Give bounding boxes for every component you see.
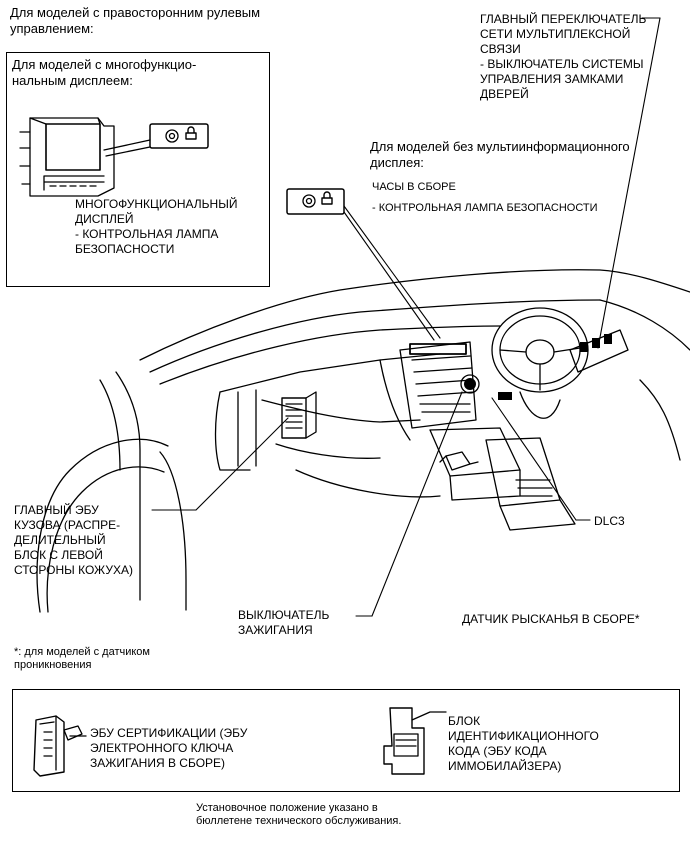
footnote: *: для моделей с датчиком проникновения bbox=[14, 646, 150, 671]
legend-drawings bbox=[33, 707, 447, 777]
yaw-sensor-label: ДАТЧИК РЫСКАНЬЯ В СБОРЕ* bbox=[462, 612, 640, 626]
inset-indicator-box bbox=[149, 123, 209, 149]
multiplex-main-switch-label: ГЛАВНЫЙ ПЕРЕКЛЮЧАТЕЛЬ СЕТИ МУЛЬТИПЛЕКСНО… bbox=[480, 12, 647, 101]
door-switch-panel bbox=[569, 299, 690, 461]
center-console bbox=[399, 341, 576, 531]
multifunction-inset-box bbox=[6, 52, 270, 287]
clock-indicator-box bbox=[286, 188, 345, 215]
installation-note: Установочное положение указано в бюллете… bbox=[196, 802, 402, 827]
dlc3-label: DLC3 bbox=[594, 514, 625, 528]
rhd-models-note: Для моделей с правосторонним рулевым упр… bbox=[10, 5, 261, 36]
multifunction-display-label: МНОГОФУНКЦИОНАЛЬНЫЙ ДИСПЛЕЙ - КОНТРОЛЬНА… bbox=[75, 197, 238, 256]
certification-ecu-label: ЭБУ СЕРТИФИКАЦИИ (ЭБУ ЭЛЕКТРОННОГО КЛЮЧА… bbox=[90, 726, 248, 770]
clock-assembly-label: ЧАСЫ В СБОРЕ bbox=[372, 181, 456, 193]
body-ecu-label: ГЛАВНЫЙ ЭБУ КУЗОВА (РАСПРЕ- ДЕЛИТЕЛЬНЫЙ … bbox=[14, 503, 133, 577]
steering-wheel bbox=[491, 307, 589, 419]
leader-lines bbox=[151, 17, 661, 617]
security-lamp-label: - КОНТРОЛЬНАЯ ЛАМПА БЕЗОПАСНОСТИ bbox=[372, 202, 598, 214]
car-outline bbox=[36, 269, 690, 613]
multifunction-heading: Для моделей с многофункцио- нальным дисп… bbox=[12, 57, 197, 88]
multifunction-display-unit bbox=[19, 117, 151, 197]
no-multi-display-heading: Для моделей без мультиинформационного ди… bbox=[370, 139, 630, 170]
ignition-switch-label: ВЫКЛЮЧАТЕЛЬ ЗАЖИГАНИЯ bbox=[238, 608, 330, 637]
legend-box bbox=[12, 689, 680, 792]
id-code-box-label: БЛОК ИДЕНТИФИКАЦИОННОГО КОДА (ЭБУ КОДА И… bbox=[448, 714, 599, 773]
